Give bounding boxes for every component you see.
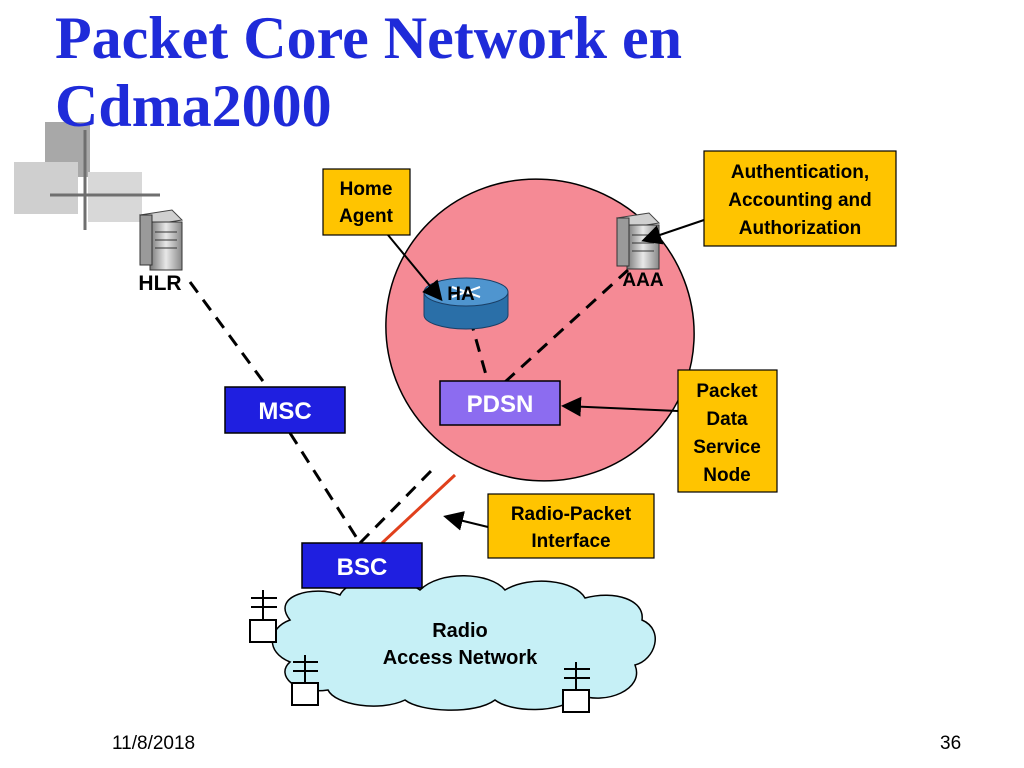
home-agent-callout-line2: Agent: [339, 206, 394, 227]
msc-box: [224, 386, 346, 434]
aaa-arrow: [641, 219, 705, 245]
antenna-icon: [291, 655, 319, 706]
pdsn-callout-line2: Data: [706, 409, 748, 430]
bsc-box: [301, 542, 423, 589]
slide-title: Packet Core Network en Cdma2000: [55, 5, 683, 139]
pdsn-callout-line4: Node: [703, 465, 751, 486]
rp-interface-arrow: [443, 511, 489, 531]
pdsn-aaa-link: [503, 268, 630, 384]
pdsn-callout: [677, 369, 778, 493]
rp-interface-callout: [487, 493, 655, 559]
bsc-label: BSC: [337, 554, 388, 581]
ran-label-line2: Access Network: [383, 647, 538, 669]
antenna-icon: [249, 590, 277, 643]
pdsn-callout-line1: Packet: [696, 381, 758, 402]
slide-date: 11/8/2018: [112, 733, 196, 754]
pdsn-label: PDSN: [467, 391, 534, 418]
radio-access-network-cloud: [271, 575, 656, 711]
pdsn-arrow: [561, 396, 679, 417]
aaa-server-icon: [615, 212, 661, 270]
ha-label: HA: [447, 284, 475, 305]
rp-interface-callout-line1: Radio-Packet: [511, 504, 632, 525]
msc-label: MSC: [258, 398, 311, 425]
home-agent-arrow: [387, 234, 443, 302]
aaa-label: AAA: [622, 270, 663, 291]
home-agent-callout-line1: Home: [340, 179, 393, 200]
aaa-callout-line2: Accounting and: [728, 190, 872, 211]
rp-interface-callout-line2: Interface: [531, 531, 610, 552]
msc-bsc-link: [288, 432, 362, 544]
home-agent-callout: [322, 168, 411, 236]
bsc-pdsn-dashed-link: [358, 468, 434, 545]
aaa-callout-line1: Authentication,: [731, 162, 869, 183]
antenna-icon: [562, 662, 590, 713]
aaa-callout: [703, 150, 897, 247]
hlr-server-icon: [138, 209, 184, 271]
corner-decoration: [14, 122, 160, 230]
rp-interface-line: [380, 473, 457, 545]
aaa-callout-line3: Authorization: [739, 218, 861, 239]
hlr-msc-link: [188, 281, 270, 389]
router-icon: [423, 277, 509, 330]
pdsn-callout-line3: Service: [693, 437, 761, 458]
slide-page-number: 36: [940, 733, 962, 754]
hlr-label: HLR: [138, 272, 181, 295]
pdsn-box: [439, 380, 561, 426]
ran-label-line1: Radio: [432, 620, 488, 642]
